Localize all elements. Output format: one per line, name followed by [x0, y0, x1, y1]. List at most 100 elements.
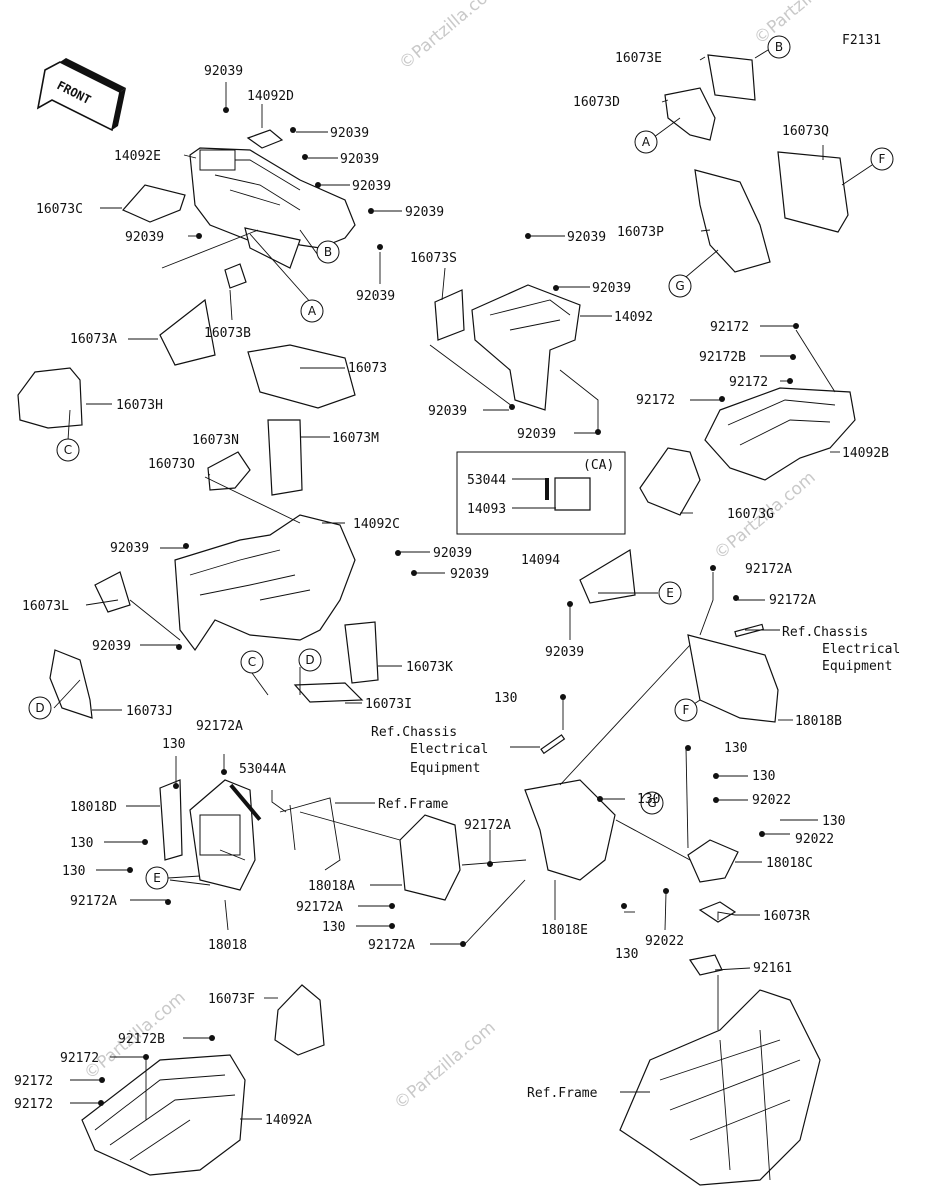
part-label: 16073D	[573, 95, 620, 110]
part-label: 92022	[645, 934, 684, 949]
part-label: 16073Q	[782, 124, 829, 139]
svg-text:B: B	[775, 40, 783, 54]
part-label: 16073J	[126, 704, 173, 719]
svg-text:C: C	[64, 443, 72, 457]
part-shapes	[17, 54, 856, 1186]
part-label: Ref.Frame	[378, 797, 449, 812]
callout-f: F	[870, 147, 894, 171]
part-label: 92039	[204, 64, 243, 79]
part-label: 92022	[752, 793, 791, 808]
part-label: 53044	[467, 473, 506, 488]
part-label: 92039	[517, 427, 556, 442]
part-label: 14093	[467, 502, 506, 517]
part-label: 92172	[636, 393, 675, 408]
part-label: 130	[724, 741, 747, 756]
part-label: 92039	[92, 639, 131, 654]
part-label: 130	[162, 737, 185, 752]
part-label: 16073R	[763, 909, 810, 924]
part-label: 92172	[710, 320, 749, 335]
svg-text:D: D	[305, 653, 314, 667]
part-label: 92172	[14, 1074, 53, 1089]
part-label: 92022	[795, 832, 834, 847]
watermark-text: ©Partzilla.com	[395, 0, 504, 74]
part-label: 92039	[125, 230, 164, 245]
part-label: 130	[322, 920, 345, 935]
part-label: 16073G	[727, 507, 774, 522]
part-label: Ref.Chassis	[782, 625, 868, 640]
part-label: 92172	[14, 1097, 53, 1112]
callout-g: G	[640, 791, 664, 815]
part-label: 53044A	[239, 762, 286, 777]
part-label: 92172A	[196, 719, 243, 734]
part-label: 92172	[729, 375, 768, 390]
part-label: 92039	[428, 404, 467, 419]
svg-text:F: F	[683, 703, 690, 717]
part-label: 14092B	[842, 446, 889, 461]
svg-text:D: D	[35, 701, 44, 715]
leader-lines	[53, 49, 873, 1120]
callout-g: G	[668, 274, 692, 298]
part-label: 130	[62, 864, 85, 879]
callout-d: D	[298, 648, 322, 672]
part-label: 92172B	[699, 350, 746, 365]
callout-a: A	[634, 130, 658, 154]
svg-text:E: E	[153, 871, 161, 885]
svg-text:G: G	[675, 279, 684, 293]
part-label: 92172A	[745, 562, 792, 577]
part-label: 92172A	[70, 894, 117, 909]
part-label: 14092	[614, 310, 653, 325]
part-label: 92039	[545, 645, 584, 660]
part-label: 16073L	[22, 599, 69, 614]
part-label: 92039	[352, 179, 391, 194]
part-label: 92172B	[118, 1032, 165, 1047]
part-label: 92039	[330, 126, 369, 141]
svg-text:B: B	[324, 245, 332, 259]
svg-text:A: A	[642, 135, 651, 149]
part-label: 16073A	[70, 332, 117, 347]
part-label: Equipment	[822, 659, 892, 674]
part-label: Electrical	[822, 642, 900, 657]
part-label: 92039	[356, 289, 395, 304]
part-label: (CA)	[583, 458, 614, 473]
part-label: 16073H	[116, 398, 163, 413]
part-label: 16073	[348, 361, 387, 376]
part-label: 14092E	[114, 149, 161, 164]
svg-text:G: G	[647, 796, 656, 810]
diagram-code: F2131	[842, 33, 881, 48]
part-label: 92039	[405, 205, 444, 220]
part-label: 16073P	[617, 225, 664, 240]
part-label: 130	[615, 947, 638, 962]
part-label: 18018B	[795, 714, 842, 729]
part-label: 92172A	[368, 938, 415, 953]
part-label: 92039	[450, 567, 489, 582]
part-label: 92172	[60, 1051, 99, 1066]
part-label: 16073O	[148, 457, 195, 472]
part-label: 92161	[753, 961, 792, 976]
part-label: 16073K	[406, 660, 453, 675]
svg-text:C: C	[248, 655, 256, 669]
callout-d: D	[28, 696, 52, 720]
callout-e: E	[145, 866, 169, 890]
part-label: Ref.Chassis	[371, 725, 457, 740]
part-label: 92172A	[769, 593, 816, 608]
part-label: 18018D	[70, 800, 117, 815]
svg-text:F: F	[879, 152, 886, 166]
part-label: 14092A	[265, 1113, 312, 1128]
front-arrow-icon: FRONT	[36, 58, 126, 132]
part-label: Equipment	[410, 761, 480, 776]
part-label: 92039	[567, 230, 606, 245]
callout-e: E	[658, 581, 682, 605]
part-label: 130	[494, 691, 517, 706]
part-label: 16073C	[36, 202, 83, 217]
part-label: 18018C	[766, 856, 813, 871]
callout-f: F	[674, 698, 698, 722]
part-label: Ref.Frame	[527, 1086, 598, 1101]
callout-a: A	[300, 299, 324, 323]
part-labels: 92039 14092D 92039 14092E 92039 92039 16…	[14, 51, 900, 1128]
part-label: Electrical	[410, 742, 488, 757]
part-label: 92039	[592, 281, 631, 296]
part-label: 18018	[208, 938, 247, 953]
callout-c: C	[240, 650, 264, 674]
